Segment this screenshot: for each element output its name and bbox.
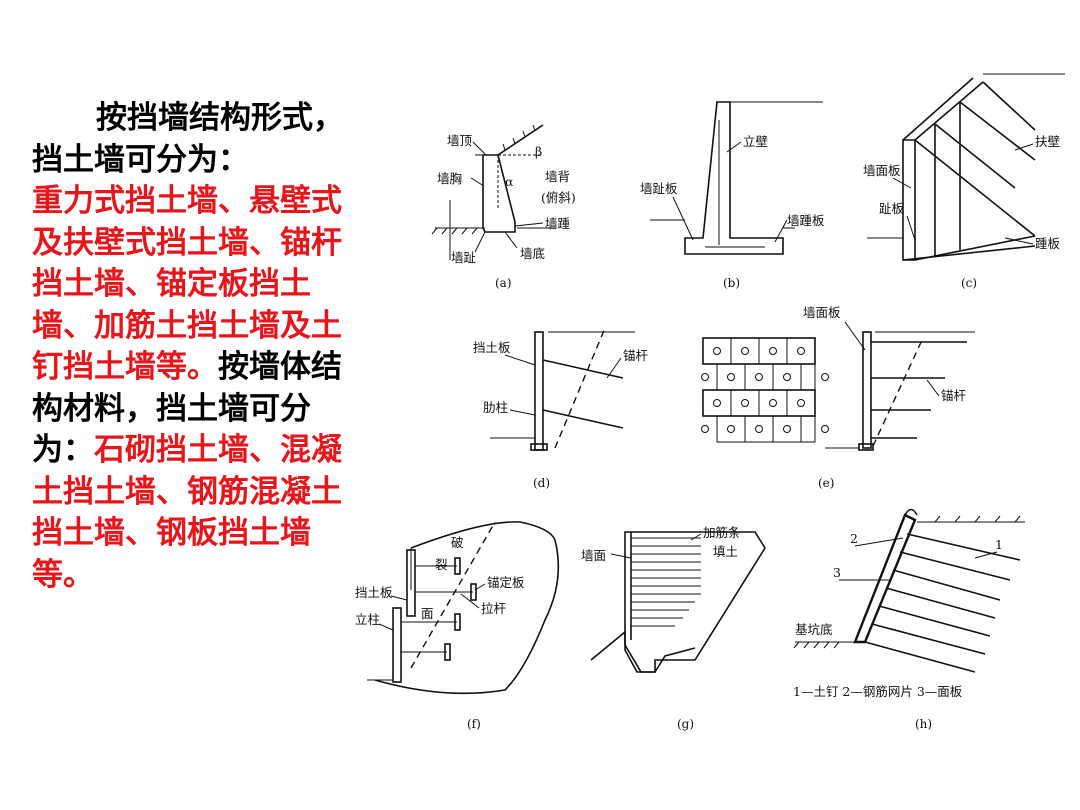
label-wall-back-note: (俯斜) <box>541 190 576 205</box>
label-counterfort: 扶壁 <box>1035 134 1060 149</box>
label-stem: 立壁 <box>743 134 768 149</box>
figure-b: 立壁 墙趾板 墙踵板 (b) <box>640 101 825 290</box>
label-wall-back: 墙背 <box>545 169 570 184</box>
label-wall-bottom: 墙底 <box>520 246 545 261</box>
intro-structure: 按挡墙结构形式，挡土墙可分为： <box>32 100 344 178</box>
label-f-panel: 挡土板 <box>355 585 393 600</box>
label-alpha: α <box>505 174 514 189</box>
figure-d: 挡土板 肋柱 锚杆 (d) <box>473 327 649 490</box>
label-wall-top: 墙顶 <box>447 133 473 148</box>
label-c-heel-slab: 踵板 <box>1035 236 1061 251</box>
figure-f: 挡土板 立柱 破 裂 面 锚定板 拉杆 (f) <box>355 521 560 731</box>
caption-g: (g) <box>677 717 694 731</box>
caption-h: (h) <box>915 717 932 731</box>
label-g-face: 墙面 <box>581 548 606 563</box>
label-h-2: 2 <box>850 531 858 546</box>
label-e-anchor: 锚杆 <box>941 388 967 403</box>
label-d-panel: 挡土板 <box>473 340 511 355</box>
material-types: 石砌挡土墙、混凝土挡土墙、钢筋混凝土挡土墙、钢板挡土墙等。 <box>32 432 342 593</box>
label-d-anchor: 锚杆 <box>623 348 649 363</box>
caption-d: (d) <box>533 476 550 490</box>
figure-e: 墙面板 锚杆 (e) <box>701 305 975 490</box>
label-toe-slab: 墙趾板 <box>640 181 678 196</box>
label-c-toe-slab: 趾板 <box>879 201 905 216</box>
retaining-wall-diagram: 墙顶 墙胸 α β 墙背 (俯斜) 墙踵 墙底 墙趾 (a) 立壁 墙趾板 墙踵… <box>355 73 1065 731</box>
label-g-fill: 填土 <box>713 544 738 559</box>
panel-grid <box>701 337 829 443</box>
label-h-1: 1 <box>995 537 1003 552</box>
label-g-strip: 加筋条 <box>703 525 741 540</box>
label-f-rupture-1: 破 <box>451 535 464 550</box>
structure-types: 重力式挡土墙、悬壁式及扶壁式挡土墙、锚杆挡土墙、锚定板挡土墙、加筋土挡土墙及土钉… <box>32 183 342 385</box>
caption-a: (a) <box>495 276 512 290</box>
label-f-rupture-2: 裂 <box>435 557 448 572</box>
figure-g: 墙面 加筋条 填土 (g) <box>581 525 766 731</box>
caption-b: (b) <box>723 276 740 290</box>
caption-e: (e) <box>818 476 834 490</box>
description-text: 按挡墙结构形式，挡土墙可分为： 重力式挡土墙、悬壁式及扶壁式挡土墙、锚杆挡土墙、… <box>32 98 348 596</box>
label-f-rupture-3: 面 <box>421 606 434 621</box>
label-h-pit: 基坑底 <box>795 622 833 637</box>
label-beta: β <box>535 144 542 159</box>
label-f-tie-rod: 拉杆 <box>481 601 507 616</box>
label-face-panel: 墙面板 <box>863 163 901 178</box>
label-h-legend: 1—土钉 2—钢筋网片 3—面板 <box>793 684 963 699</box>
figure-c: 墙面板 扶壁 趾板 踵板 (c) <box>863 73 1065 290</box>
label-wall-toe: 墙趾 <box>451 250 476 265</box>
caption-c: (c) <box>961 276 977 290</box>
label-heel-slab: 墙踵板 <box>787 213 825 228</box>
label-wall-chest: 墙胸 <box>437 171 462 186</box>
label-e-face: 墙面板 <box>803 305 841 320</box>
label-f-column: 立柱 <box>355 612 380 627</box>
label-d-rib: 肋柱 <box>483 400 508 415</box>
caption-f: (f) <box>467 717 481 731</box>
label-h-3: 3 <box>833 565 841 580</box>
label-wall-heel: 墙踵 <box>545 216 570 231</box>
reinforcing-strips <box>631 537 701 627</box>
figure-a: 墙顶 墙胸 α β 墙背 (俯斜) 墙踵 墙底 墙趾 (a) <box>431 124 576 290</box>
figure-h: 2 3 1 基坑底 1—土钉 2—钢筋网片 3—面板 (h) <box>793 508 1025 731</box>
intro-material: 按墙体结构材料，挡土墙可分为： <box>32 349 342 468</box>
label-f-anchor-plate: 锚定板 <box>487 575 525 590</box>
